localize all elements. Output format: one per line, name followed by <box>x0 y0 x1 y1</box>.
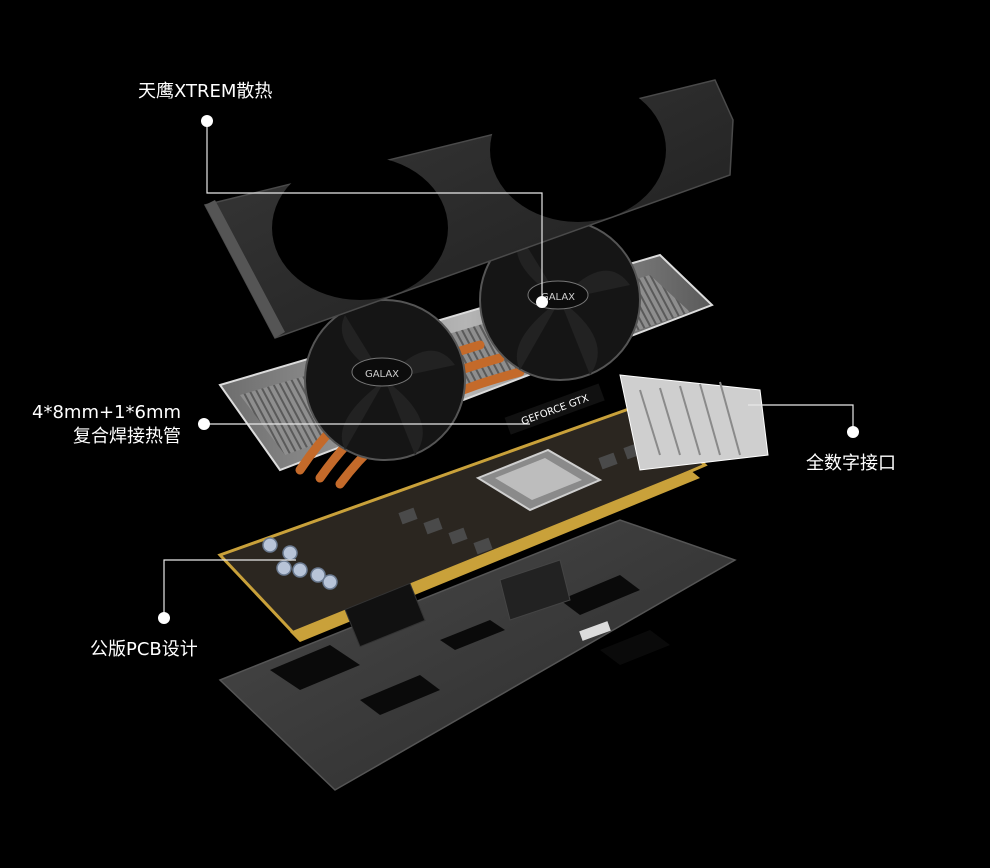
backplate <box>218 519 737 791</box>
callout-pcb: 公版PCB设计 <box>90 638 198 662</box>
cooler-shroud <box>203 78 734 339</box>
callout-ports-label: 全数字接口 <box>806 453 896 474</box>
heatsink-assembly: GALAX GALAX GEFORCE GTX <box>218 219 769 489</box>
callout-heatpipe-line1: 4*8mm+1*6mm <box>32 402 182 423</box>
fan-right: GALAX <box>479 219 641 381</box>
fan-logo-right: GALAX <box>541 292 575 303</box>
callout-pcb-label: 公版PCB设计 <box>90 639 198 660</box>
callout-heatpipe-line2: 复合焊接热管 <box>73 426 182 447</box>
callout-heatpipe: 4*8mm+1*6mm 复合焊接热管 <box>32 401 181 449</box>
fan-logo-left: GALAX <box>365 369 399 380</box>
callout-ports: 全数字接口 <box>806 452 896 476</box>
callout-cooler: 天鹰XTREM散热 <box>138 80 272 104</box>
callout-cooler-label: 天鹰XTREM散热 <box>138 81 273 102</box>
pcb-board <box>217 403 708 648</box>
callout-leaders <box>158 115 859 624</box>
fan-left: GALAX <box>304 299 466 461</box>
